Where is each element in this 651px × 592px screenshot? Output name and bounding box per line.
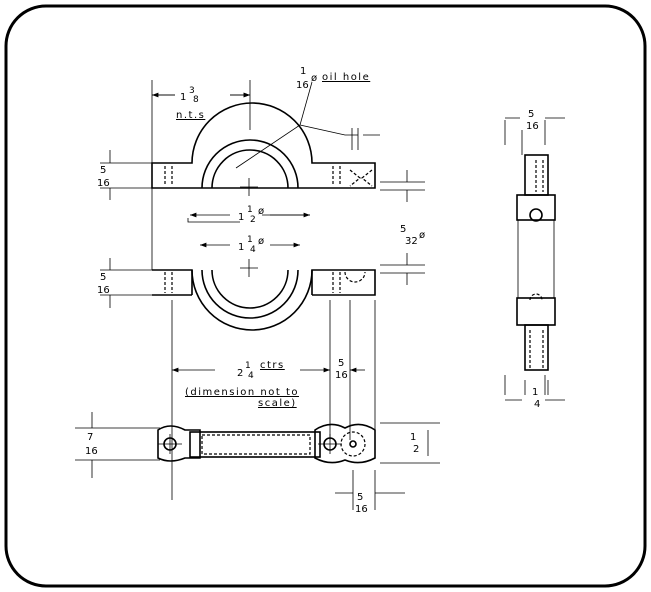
inner-dia-num: 1 bbox=[247, 235, 253, 245]
ctrs-num: 1 bbox=[245, 361, 251, 371]
nts-label: n.t.s bbox=[176, 110, 205, 121]
frame-border bbox=[4, 4, 647, 588]
hole-num: 5 bbox=[400, 224, 406, 235]
end-den: 16 bbox=[335, 370, 348, 381]
inner-dia-symbol: ø bbox=[258, 236, 264, 247]
dim-top-width-num: 3 bbox=[189, 86, 195, 96]
oil-hole-num: 1 bbox=[300, 66, 306, 77]
plan-view bbox=[157, 423, 376, 464]
flange-top-num: 5 bbox=[100, 165, 106, 176]
ctrs-whole: 2 bbox=[237, 368, 243, 379]
side-top-num: 5 bbox=[528, 109, 534, 120]
inner-dia-den: 4 bbox=[250, 245, 256, 255]
bottom-half-clamp bbox=[152, 259, 376, 331]
note-line1: (dimension not to bbox=[185, 387, 299, 398]
flange-bot-den: 16 bbox=[97, 285, 110, 296]
side-view bbox=[516, 154, 556, 371]
side-bot-num: 1 bbox=[532, 387, 538, 398]
outer-dia-symbol: ø bbox=[258, 206, 264, 217]
side-bot-den: 4 bbox=[534, 399, 540, 410]
plan-right-num: 1 bbox=[410, 432, 416, 443]
oil-hole-den: 16 bbox=[296, 80, 309, 91]
plan-bot-num: 5 bbox=[357, 492, 363, 503]
plan-left-num: 7 bbox=[87, 432, 93, 443]
top-half-clamp bbox=[151, 102, 376, 196]
outer-dia-num: 1 bbox=[247, 205, 253, 215]
ctrs-label: ctrs bbox=[260, 360, 285, 371]
end-num: 5 bbox=[338, 358, 344, 369]
outer-dia-den: 2 bbox=[250, 215, 256, 225]
hole-dia: ø bbox=[419, 230, 425, 241]
flange-bot-num: 5 bbox=[100, 272, 106, 283]
plan-bot-den: 16 bbox=[355, 504, 368, 515]
note-line2: scale) bbox=[258, 398, 297, 409]
side-top-den: 16 bbox=[526, 121, 539, 132]
outer-dia-whole: 1 bbox=[238, 212, 244, 223]
dimension-labels: 1 3 8 n.t.s 1 16 ø oil hole 5 16 5 16 1 … bbox=[85, 66, 540, 515]
plan-right-den: 2 bbox=[413, 444, 419, 455]
flange-top-den: 16 bbox=[97, 178, 110, 189]
dim-top-width-den: 8 bbox=[193, 95, 199, 105]
dim-top-width-whole: 1 bbox=[180, 92, 186, 103]
oil-hole-label: oil hole bbox=[322, 72, 370, 83]
oil-hole-dia: ø bbox=[311, 73, 317, 84]
dimension-lines bbox=[75, 80, 565, 510]
hole-den: 32 bbox=[405, 236, 418, 247]
plan-left-den: 16 bbox=[85, 446, 98, 457]
inner-dia-whole: 1 bbox=[238, 242, 244, 253]
ctrs-den: 4 bbox=[248, 371, 254, 381]
